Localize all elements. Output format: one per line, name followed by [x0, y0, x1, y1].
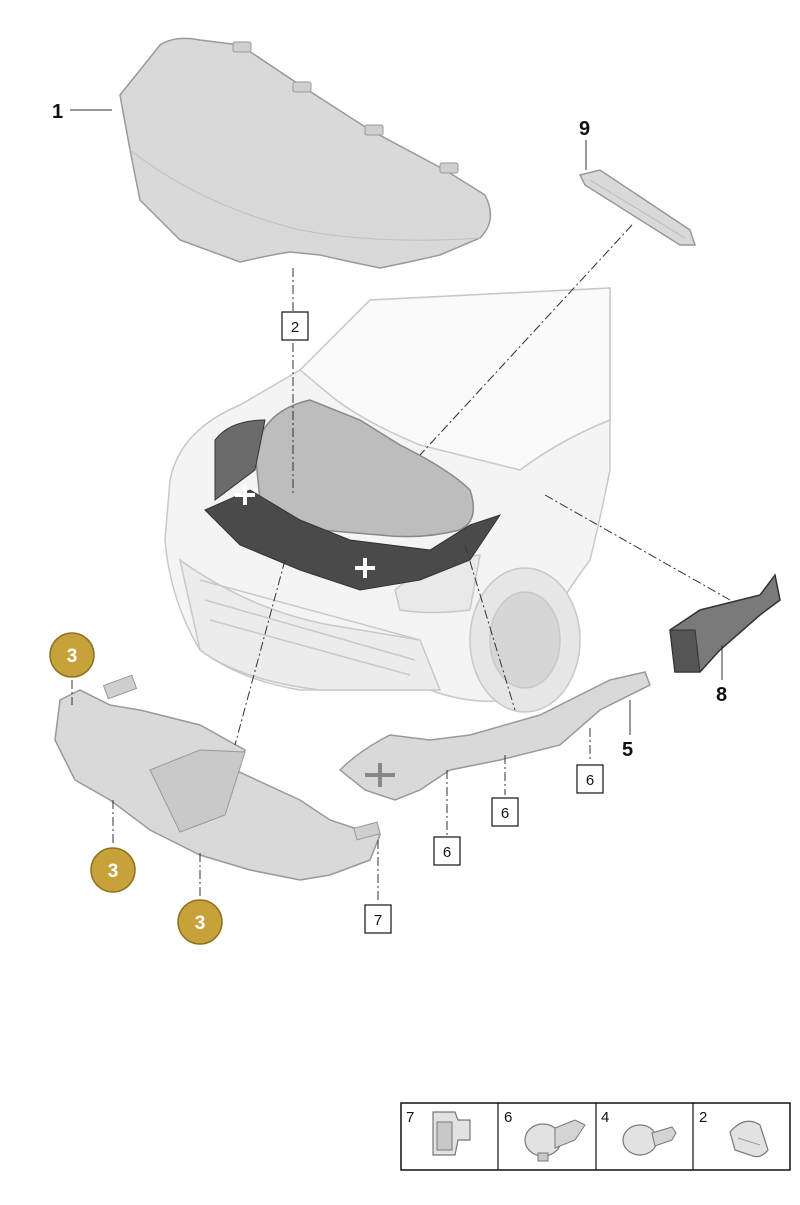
callout-part-1: 1: [52, 101, 63, 123]
front-bumper-cover: [54, 674, 382, 881]
cowl-strip-part-9: [578, 169, 697, 246]
legend-number-3: 4: [601, 1109, 609, 1126]
fastener-legend: 7 6 4 2: [400, 1102, 791, 1171]
svg-text:2: 2: [291, 319, 299, 336]
svg-text:7: 7: [374, 912, 382, 929]
svg-text:3: 3: [108, 861, 119, 882]
svg-text:6: 6: [443, 844, 451, 861]
push-pin-icon: [622, 1124, 677, 1156]
clip-icon: [432, 1111, 471, 1156]
svg-text:6: 6: [586, 772, 594, 789]
svg-text:3: 3: [67, 646, 78, 667]
leader-lines: [71, 224, 731, 903]
legend-number-1: 7: [406, 1109, 414, 1126]
svg-text:3: 3: [195, 913, 206, 934]
side-trim-part-5: [338, 671, 651, 801]
cross-marker-right: [355, 558, 375, 578]
boxed-label-part-6-right: 6: [576, 764, 604, 794]
callout-part-8: 8: [716, 684, 727, 706]
solid-leaders: [70, 109, 723, 735]
boxed-label-part-2: 2: [281, 311, 309, 341]
callout-part-5: 5: [622, 739, 633, 761]
badge-part-3-bottom: 3: [177, 899, 223, 945]
side-duct-part-8: [669, 573, 781, 673]
spring-clip-icon: [729, 1120, 769, 1158]
boxed-label-part-7: 7: [364, 904, 392, 934]
boxed-label-part-6-middle: 6: [491, 797, 519, 827]
hood-insulation-part-1: [119, 37, 492, 269]
engine-bay-left-wall: [214, 419, 266, 501]
callout-part-9: 9: [579, 118, 590, 140]
legend-number-2: 6: [504, 1109, 512, 1126]
expansion-rivet-icon: [524, 1119, 586, 1162]
badge-part-3-middle: 3: [90, 847, 136, 893]
badge-part-3-top: 3: [49, 632, 95, 678]
svg-text:6: 6: [501, 805, 509, 822]
boxed-label-part-6-left: 6: [433, 836, 461, 866]
legend-number-4: 2: [699, 1109, 707, 1126]
cross-marker-left: [235, 485, 255, 505]
engine-bay-trim: [204, 489, 502, 591]
